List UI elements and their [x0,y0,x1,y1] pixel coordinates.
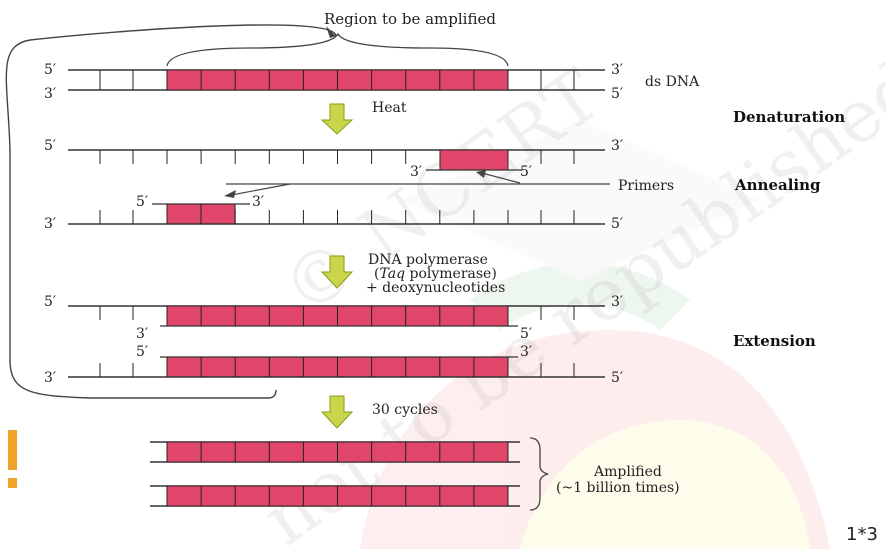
ds-dna-label: ds DNA [645,74,700,90]
amplified-line-2: (~1 billion times) [556,480,680,496]
step-extension: Extension [733,332,816,350]
end-label-3: 3′ [44,370,56,386]
end-label-5: 5′ [136,344,148,360]
end-label-3: 3′ [611,62,623,78]
polymerase-arrow [320,255,354,289]
polymerase-line-3: + deoxynucleotides [366,280,505,296]
end-label-3: 3′ [136,326,148,342]
heat-arrow [320,103,354,135]
step-annealing: Annealing [734,176,821,194]
end-label-5: 5′ [611,216,623,232]
end-label-3: 3′ [611,294,623,310]
end-label-5: 5′ [44,62,56,78]
end-label-5: 5′ [44,294,56,310]
region-arrow-head [326,26,336,38]
cycles-arrow [320,395,354,429]
end-label-3: 3′ [520,344,532,360]
polymerase-line-2: (Taq polymerase) [374,266,497,282]
amplified-product-1 [150,441,520,463]
cycles-label: 30 cycles [372,402,438,418]
end-label-5: 5′ [611,86,623,102]
end-label-5: 5′ [44,138,56,154]
amplified-product-2 [150,485,520,507]
amplified-segment-ticks [166,442,509,506]
region-brace [166,32,509,67]
denatured-strand-bottom-ticks [99,204,575,224]
end-label-5: 5′ [520,164,532,180]
end-label-3: 3′ [252,194,264,210]
amplified-line-1: Amplified [593,464,662,480]
primers-label: Primers [618,178,674,194]
end-label-5: 5′ [611,370,623,386]
end-label-3: 3′ [44,86,56,102]
end-label-5: 5′ [520,326,532,342]
exclamation-icon [8,430,17,488]
page-marker: 1*3 [846,524,878,545]
end-label-3: 3′ [410,164,422,180]
primer-bottom [439,149,509,171]
region-label: Region to be amplified [324,10,496,28]
end-label-3: 3′ [44,216,56,232]
heat-label: Heat [372,100,407,116]
extension-strand-top-ticks [99,306,575,326]
cycle-loop-bracket [5,24,337,399]
end-label-5: 5′ [136,194,148,210]
amplified-brace [529,437,549,511]
extension-strand-bottom-ticks [99,357,575,377]
ds-dna-ticks [99,70,575,90]
end-label-3: 3′ [611,138,623,154]
polymerase-line-1: DNA polymerase [368,252,488,268]
step-denaturation: Denaturation [733,108,845,126]
